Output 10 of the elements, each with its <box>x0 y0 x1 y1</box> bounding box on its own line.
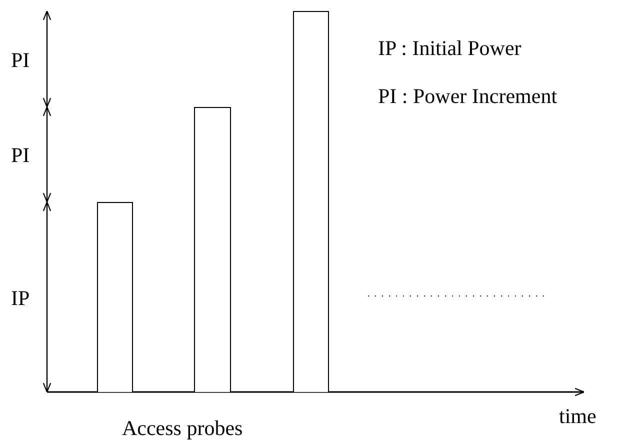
legend-text: IP : Initial Power <box>378 38 522 58</box>
probe-bar <box>293 11 329 392</box>
probe-bar <box>97 202 133 392</box>
dimension-label: PI <box>11 145 30 165</box>
probe-bar <box>194 107 231 392</box>
axis-label: time <box>559 406 596 426</box>
dimension-label: IP <box>11 288 30 308</box>
dimension-label: PI <box>11 50 30 70</box>
axis-label: Access probes <box>122 418 243 438</box>
legend-text: PI : Power Increment <box>378 86 558 106</box>
